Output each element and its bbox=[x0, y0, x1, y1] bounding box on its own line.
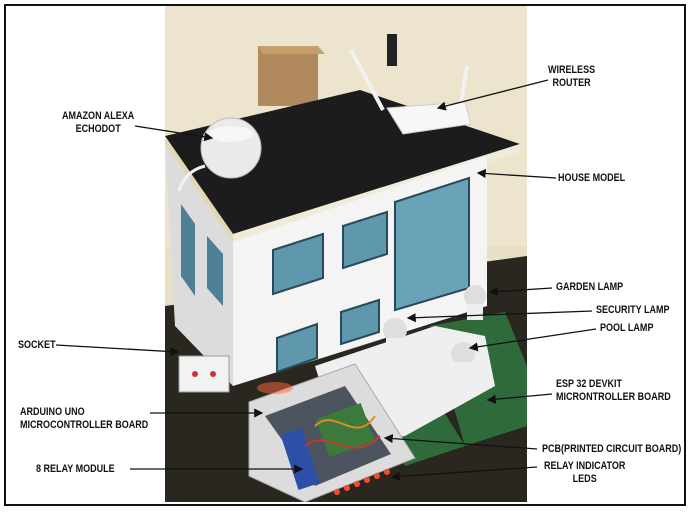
label-relay-leds-line2: LEDS bbox=[572, 473, 597, 485]
label-arduino-line1: ARDUINO UNO bbox=[20, 406, 85, 418]
label-arduino-uno: ARDUINO UNO MICROCONTROLLER BOARD bbox=[20, 406, 148, 432]
label-pool-lamp: POOL LAMP bbox=[600, 322, 654, 334]
figure-frame bbox=[4, 4, 686, 506]
label-esp32-line2: MICRONTROLLER BOARD bbox=[556, 391, 671, 403]
label-house-model: HOUSE MODEL bbox=[558, 172, 626, 184]
label-pcb: PCB(PRINTED CIRCUIT BOARD) bbox=[542, 443, 682, 455]
label-amazon-alexa-line2: ECHODOT bbox=[75, 123, 121, 135]
house-model-photo bbox=[165, 6, 527, 502]
label-relay-indicator-leds: RELAY INDICATOR LEDS bbox=[544, 460, 625, 486]
label-amazon-alexa-line1: AMAZON ALEXA bbox=[62, 110, 135, 122]
label-garden-lamp: GARDEN LAMP bbox=[556, 281, 624, 293]
label-amazon-alexa: AMAZON ALEXA ECHODOT bbox=[62, 110, 134, 136]
label-wireless-router-line1: WIRELESS bbox=[548, 64, 596, 76]
label-8-relay-module: 8 RELAY MODULE bbox=[36, 463, 115, 475]
label-security-lamp: SECURITY LAMP bbox=[596, 304, 670, 316]
label-esp32-devkit: ESP 32 DEVKIT MICRONTROLLER BOARD bbox=[556, 378, 671, 404]
label-wireless-router: WIRELESS ROUTER bbox=[548, 64, 595, 90]
label-wireless-router-line2: ROUTER bbox=[552, 77, 591, 89]
label-arduino-line2: MICROCONTROLLER BOARD bbox=[20, 419, 149, 431]
label-esp32-line1: ESP 32 DEVKIT bbox=[556, 378, 623, 390]
label-relay-leds-line1: RELAY INDICATOR bbox=[544, 460, 626, 472]
label-socket: SOCKET bbox=[18, 339, 56, 351]
